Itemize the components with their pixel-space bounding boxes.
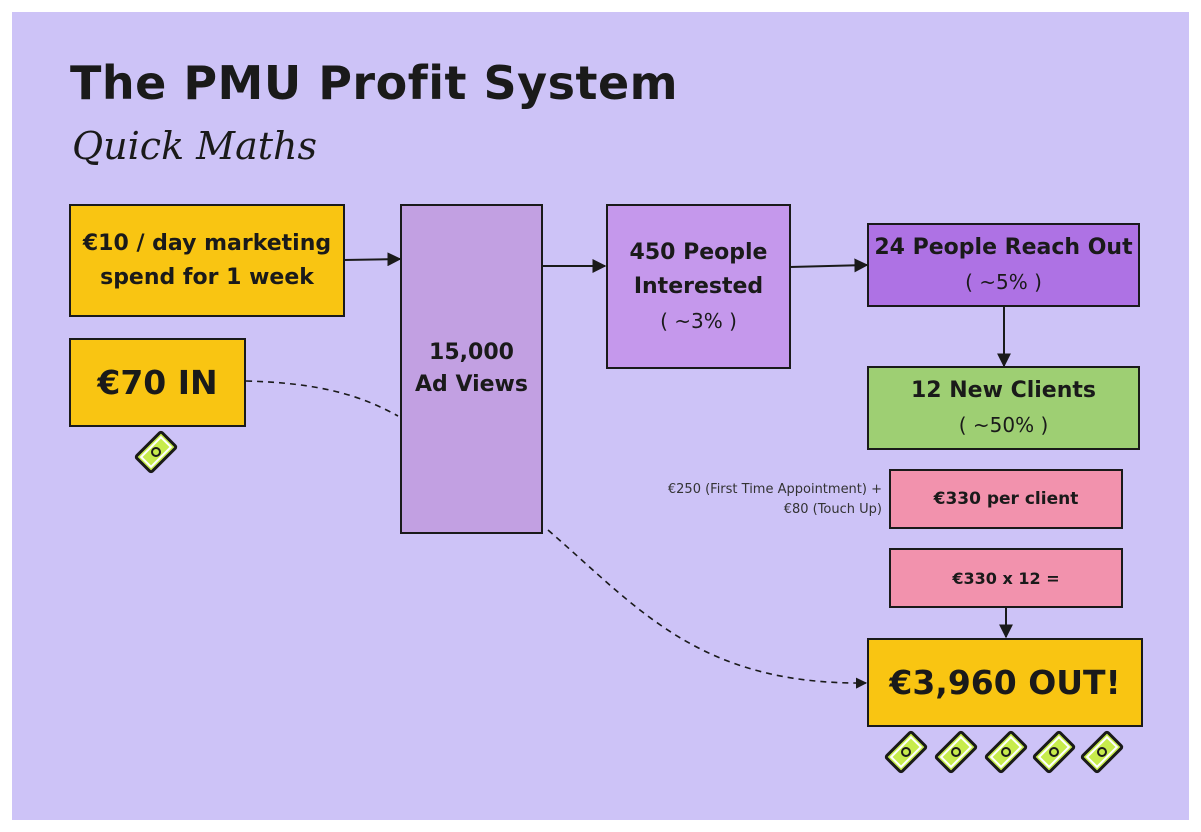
calc-box: €330 x 12 =	[889, 548, 1123, 608]
price-breakdown-line1: €250 (First Time Appointment) +	[667, 482, 882, 497]
reach-out-rate: ( ~5% )	[965, 270, 1042, 294]
money-in-box: €70 IN	[69, 338, 246, 427]
money-in-label: €70 IN	[97, 363, 218, 402]
new-clients-box: 12 New Clients ( ~50% )	[867, 366, 1140, 450]
ad-views-number: 15,000	[429, 340, 514, 365]
interested-line2: Interested	[633, 273, 764, 299]
money-out-label: €3,960 OUT!	[889, 663, 1121, 702]
new-clients-rate: ( ~50% )	[958, 413, 1049, 437]
ad-views-label: Ad Views	[415, 372, 528, 397]
reach-out-box: 24 People Reach Out ( ~5% )	[867, 223, 1140, 307]
per-client-label: €330 per client	[933, 489, 1079, 509]
money-out-box: €3,960 OUT!	[867, 638, 1143, 727]
marketing-spend-line2: spend for 1 week	[100, 264, 314, 290]
dashed-link-in-to-views	[245, 380, 399, 417]
calc-label: €330 x 12 =	[952, 568, 1060, 588]
dashed-link-views-to-out	[547, 529, 868, 689]
arrow-marketing-to-views	[343, 252, 402, 267]
marketing-spend-line1: €10 / day marketing	[82, 230, 332, 256]
reach-out-line1: 24 People Reach Out	[874, 235, 1133, 260]
money-bill-icon	[934, 730, 978, 774]
marketing-spend-box: €10 / day marketing spend for 1 week	[69, 204, 345, 317]
interested-line1: 450 People	[629, 239, 768, 265]
ad-views-box: 15,000 Ad Views	[400, 204, 543, 534]
money-bill-icon	[984, 730, 1028, 774]
money-bill-icon	[1080, 730, 1124, 774]
money-bill-icon	[884, 730, 928, 774]
money-bill-icon	[1032, 730, 1076, 774]
interested-rate: ( ~3% )	[660, 308, 737, 333]
arrow-interested-to-reach-out	[789, 258, 869, 273]
interested-box: 450 People Interested ( ~3% )	[606, 204, 791, 369]
money-bill-icon	[134, 430, 178, 474]
page-subtitle: Quick Maths	[72, 124, 317, 168]
price-breakdown-note: €250 (First Time Appointment) + €80 (Tou…	[640, 480, 882, 520]
price-breakdown-line2: €80 (Touch Up)	[783, 502, 882, 517]
new-clients-line1: 12 New Clients	[910, 378, 1096, 403]
per-client-box: €330 per client	[889, 469, 1123, 529]
page-title: The PMU Profit System	[70, 56, 679, 110]
